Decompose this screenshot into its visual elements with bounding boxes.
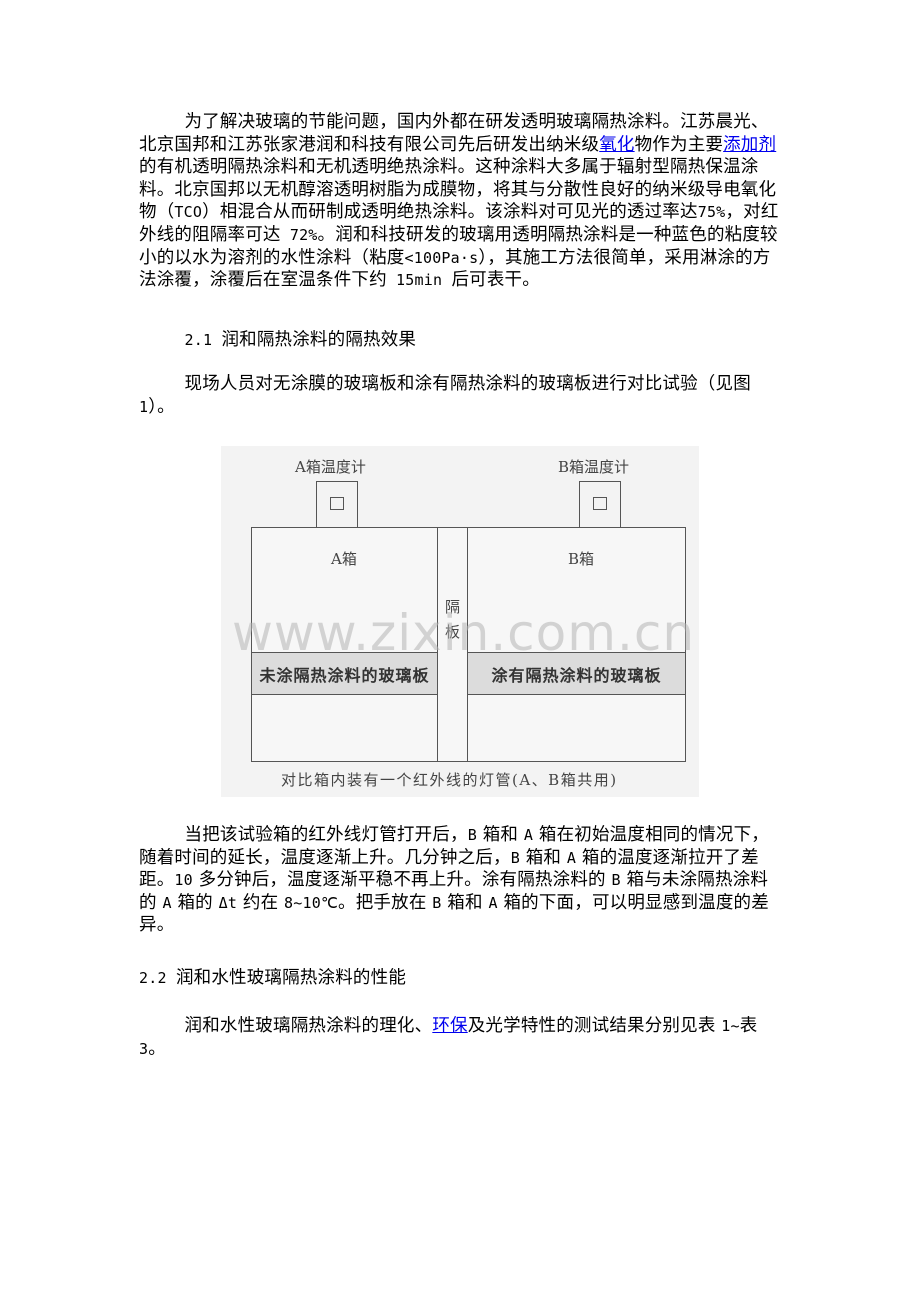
text: <100Pa·s (404, 248, 479, 267)
text: 箱和 (476, 825, 524, 845)
text: 72% (280, 225, 318, 244)
text: B (510, 848, 520, 867)
text: ），其施工方法很简单，采用淋涂的方法涂覆，涂覆后在室温条件下约 (139, 247, 771, 291)
text: 。把手放在 (338, 892, 433, 913)
paragraph-results: 当把该试验箱的红外线灯管打开后，B 箱和 A 箱在初始温度相同的情况下，随着时间… (139, 824, 784, 937)
figure-comparison-diagram: A箱温度计 B箱温度计 A箱 B箱 隔 板 未涂隔热涂料的玻璃板 涂有隔热涂料的… (221, 446, 699, 797)
box-b (467, 527, 686, 762)
box-a (251, 527, 438, 762)
text: 10 (174, 871, 193, 890)
watermark: www.zixin.com.cn (232, 604, 696, 662)
text: 箱与未涂隔热涂料的 (139, 870, 769, 913)
text: TCO (174, 203, 203, 222)
text: 当把该试验箱的红外线灯管打开后， (184, 825, 468, 845)
text: 。润和科技研发的玻璃用透明隔热涂料是一种蓝色的粘度较小的以水为溶剂的水性涂料（粘… (139, 224, 778, 268)
text: A (566, 848, 577, 867)
text: B (611, 871, 621, 890)
figure-caption: 对比箱内装有一个红外线的灯管(A、B箱共用) (281, 771, 618, 789)
thermometer-b-gauge-icon (593, 497, 607, 510)
heading-number: 2.2 (139, 969, 176, 987)
link-environmental[interactable]: 环保 (432, 1016, 468, 1036)
text: ，对红外线的阻隔率可达 (139, 202, 779, 245)
text: 的有机透明隔热涂料和无机透明绝热涂料。这种涂料大多属于辐射型隔热保温涂料。北京国… (139, 157, 777, 223)
text: 约在 (237, 892, 285, 913)
text: Δt (218, 893, 238, 912)
label-partition-1: 隔 (445, 598, 461, 616)
label-glass-uncoated: 未涂隔热涂料的玻璃板 (259, 665, 430, 685)
text: 。 (148, 1038, 166, 1059)
paragraph-experiment: 现场人员对无涂膜的玻璃板和涂有隔热涂料的玻璃板进行对比试验（见图 1）。 (139, 373, 784, 418)
text: B (467, 826, 477, 844)
text: 现场人员对无涂膜的玻璃板和涂有隔热涂料的玻璃板进行对比试验（见图 (184, 374, 751, 394)
text: 表 (739, 1016, 758, 1036)
text: 物作为主要 (634, 134, 724, 155)
text: 1 (139, 397, 149, 416)
text: ）相混合从而研制成透明绝热涂料。该涂料对可见光的透过率达 (202, 202, 698, 223)
text: A (162, 893, 172, 912)
glass-panel-uncoated: 未涂隔热涂料的玻璃板 (252, 652, 437, 695)
text: A (488, 893, 498, 912)
label-thermometer-b: B箱温度计 (558, 458, 630, 476)
label-partition-2: 板 (445, 623, 461, 641)
text: 润和水性玻璃隔热涂料的理化、 (184, 1016, 433, 1036)
text: 箱和 (441, 892, 489, 913)
glass-panel-coated: 涂有隔热涂料的玻璃板 (468, 652, 685, 695)
label-glass-coated: 涂有隔热涂料的玻璃板 (491, 665, 662, 685)
text: ）。 (148, 396, 175, 417)
text: 8~10℃ (284, 893, 339, 912)
thermometer-a-gauge-icon (330, 497, 344, 510)
paragraph-performance: 润和水性玻璃隔热涂料的理化、环保及光学特性的测试结果分别见表 1~表 3。 (139, 1015, 757, 1060)
text: 多分钟后，温度逐渐平稳不再上升。涂有隔热涂料的 (192, 870, 612, 891)
text: 1~ (721, 1017, 740, 1035)
text: 为了解决玻璃的节能问题，国内外都在研发透明玻璃隔热涂料。江苏晨光、北京国邦和江苏… (139, 112, 769, 155)
text: 75% (697, 203, 726, 222)
text: 15min (386, 271, 452, 290)
text: 后可表干。 (451, 270, 540, 291)
link-additive[interactable]: 添加剂 (723, 134, 777, 155)
text: 箱在初始温度相同的情况下，随着时间的延长，温度逐渐上升。几分钟之后， (139, 825, 769, 868)
text: 箱的下面，可以明显感到温度的差异。 (139, 892, 769, 936)
heading-title: 润和水性玻璃隔热涂料的性能 (175, 968, 407, 988)
text: A (523, 826, 534, 844)
text: 及光学特性的测试结果分别见表 (467, 1016, 722, 1036)
label-thermometer-a: A箱温度计 (295, 458, 366, 476)
text: B (432, 893, 442, 912)
text: 箱和 (519, 847, 567, 868)
section-heading-2-1: 2.1 润和隔热涂料的隔热效果 (139, 329, 416, 352)
heading-number: 2.1 (184, 331, 222, 349)
text: 3 (139, 1039, 149, 1058)
heading-title: 润和隔热涂料的隔热效果 (221, 330, 417, 350)
section-heading-2-2: 2.2 润和水性玻璃隔热涂料的性能 (139, 967, 406, 990)
text: 箱的温度逐渐拉开了差距。 (139, 847, 759, 891)
paragraph-intro: 为了解决玻璃的节能问题，国内外都在研发透明玻璃隔热涂料。江苏晨光、北京国邦和江苏… (139, 111, 784, 292)
link-oxide[interactable]: 氧化 (599, 134, 635, 155)
text: 箱的 (171, 892, 219, 913)
label-box-a: A箱 (331, 550, 357, 568)
label-box-b: B箱 (568, 550, 595, 568)
